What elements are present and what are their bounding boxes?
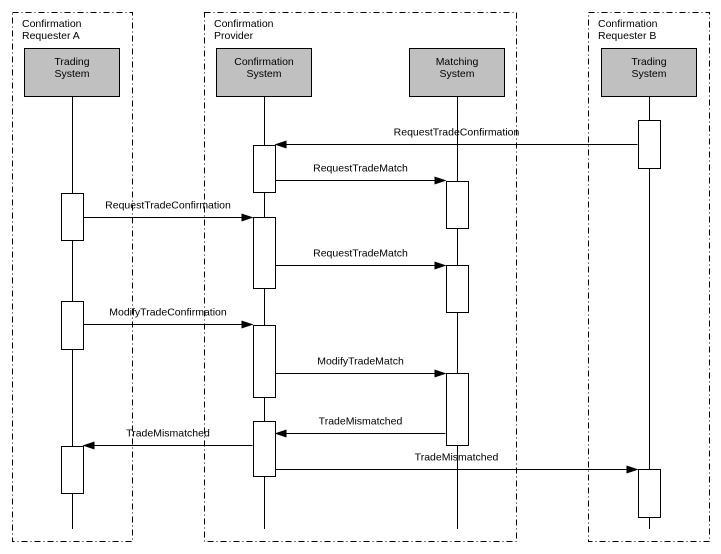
participant-label: System xyxy=(246,68,281,80)
activation-bar xyxy=(446,373,469,446)
group-label: Requester A xyxy=(22,30,80,42)
participant-box xyxy=(601,48,697,97)
group-label: Confirmation xyxy=(598,18,658,30)
message-label: TradeMismatched xyxy=(415,452,499,464)
group-label: Confirmation xyxy=(214,18,274,30)
participant-box xyxy=(24,48,120,97)
participant-label: System xyxy=(54,68,89,80)
message-label: RequestTradeConfirmation xyxy=(394,127,520,139)
participant-label: System xyxy=(631,68,666,80)
message-label: RequestTradeConfirmation xyxy=(105,200,231,212)
participant-box xyxy=(216,48,312,97)
activation-bar xyxy=(253,217,276,289)
activation-bar xyxy=(446,181,469,229)
activation-bar xyxy=(61,301,84,350)
group-label: Provider xyxy=(214,30,254,42)
participant-label: Matching xyxy=(436,56,479,68)
participant-box xyxy=(409,48,505,97)
message-label: TradeMismatched xyxy=(319,416,403,428)
group-label: Confirmation xyxy=(22,18,82,30)
message-label: RequestTradeMatch xyxy=(313,163,408,175)
activation-bar xyxy=(61,193,84,241)
participant-label: Trading xyxy=(631,56,666,68)
group-frame xyxy=(204,12,517,542)
participant-label: Trading xyxy=(54,56,89,68)
group-label: Requester B xyxy=(598,30,656,42)
activation-bar xyxy=(253,421,276,477)
message-label: RequestTradeMatch xyxy=(313,248,408,260)
activation-bar xyxy=(638,469,661,518)
message-label: TradeMismatched xyxy=(126,428,210,440)
activation-bar xyxy=(253,325,276,398)
activation-bar xyxy=(253,145,276,193)
message-label: ModifyTradeMatch xyxy=(317,356,404,368)
message-label: ModifyTradeConfirmation xyxy=(109,307,227,319)
participant-label: Confirmation xyxy=(234,56,294,68)
activation-bar xyxy=(638,120,661,169)
participant-label: System xyxy=(439,68,474,80)
activation-bar xyxy=(446,265,469,313)
activation-bar xyxy=(61,446,84,494)
